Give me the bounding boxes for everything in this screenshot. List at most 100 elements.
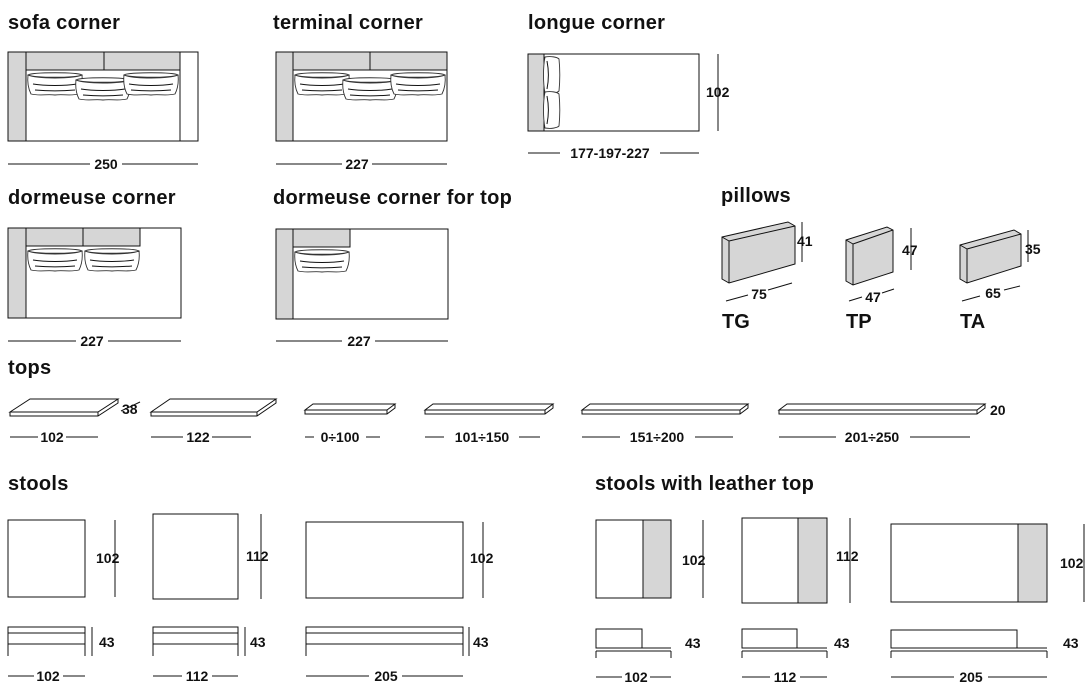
stool-width: 102 xyxy=(624,669,648,685)
stool-width: 112 xyxy=(774,669,797,685)
top-panel-201-250: 20 201÷250 xyxy=(777,402,1006,445)
top-thickness: 20 xyxy=(990,402,1006,418)
sofa-corner-armrest xyxy=(7,51,27,142)
stool-depth: 102 xyxy=(96,550,120,566)
pillow-height: 47 xyxy=(902,242,918,258)
pillow-tp: 47 47 TP xyxy=(845,226,918,333)
top-width: 101÷150 xyxy=(455,429,510,445)
stool-elevation xyxy=(741,628,798,649)
stool-leather-205: 102 43 205 xyxy=(890,523,1085,685)
leather-top xyxy=(642,519,672,599)
stool-depth: 112 xyxy=(246,548,269,564)
dimension-width: 227 xyxy=(347,333,371,349)
stool-height: 43 xyxy=(99,634,115,650)
sofa-corner-module: sofa corner 250 xyxy=(7,12,199,172)
terminal-corner-module: terminal corner 227 xyxy=(273,12,448,172)
stool-depth: 112 xyxy=(836,548,859,564)
pillow-width: 47 xyxy=(865,289,881,305)
stool-width: 205 xyxy=(959,669,983,685)
top-panel-0-100: 0÷100 xyxy=(303,403,397,445)
seat-cushion-icon xyxy=(75,77,131,101)
stool-height: 43 xyxy=(250,634,266,650)
pillow-ta-shape xyxy=(959,229,1022,284)
stool-depth: 102 xyxy=(682,552,706,568)
stool-elevation xyxy=(890,629,1018,649)
top-panel-102: 38 102 xyxy=(8,398,141,445)
seat-cushion-icon xyxy=(27,248,83,272)
section-title-stools-leather: stools with leather top xyxy=(595,473,814,495)
terminal-corner-armrest xyxy=(275,51,294,142)
stool-elevation xyxy=(152,626,239,645)
dormeuse-corner-armrest xyxy=(7,227,27,319)
stool-plan xyxy=(305,521,464,599)
stool-width: 102 xyxy=(36,668,60,684)
stool-depth: 102 xyxy=(470,550,494,566)
stool-205: 102 43 205 xyxy=(305,521,494,684)
sofa-corner-backrest xyxy=(25,51,181,71)
longue-corner-backrest xyxy=(527,53,545,132)
stool-elevation xyxy=(7,626,86,645)
stool-102: 102 43 102 xyxy=(7,519,120,684)
stool-width: 205 xyxy=(374,668,398,684)
pillow-code: TP xyxy=(846,311,872,333)
stool-112: 112 43 112 xyxy=(152,513,269,684)
stool-elevation xyxy=(305,626,464,645)
pillow-height: 35 xyxy=(1025,241,1041,257)
top-panel-122: 122 xyxy=(149,398,278,445)
seat-cushion-icon xyxy=(27,72,83,96)
top-thickness: 38 xyxy=(122,401,138,417)
section-title-dormeuse-corner-top: dormeuse corner for top xyxy=(273,187,512,209)
section-title-terminal-corner: terminal corner xyxy=(273,12,423,34)
section-title-sofa-corner: sofa corner xyxy=(8,12,120,34)
dormeuse-corner-module: dormeuse corner 227 xyxy=(7,187,182,349)
top-width: 122 xyxy=(186,429,210,445)
stool-height: 43 xyxy=(1063,635,1079,651)
pillow-code: TA xyxy=(960,311,985,333)
seat-cushion-icon xyxy=(294,72,350,96)
dormeuse-corner-top-module: dormeuse corner for top 227 xyxy=(273,187,512,349)
pillow-width: 75 xyxy=(751,286,767,302)
top-width: 0÷100 xyxy=(321,429,360,445)
top-panel-101-150: 101÷150 xyxy=(423,403,555,445)
leather-top xyxy=(797,517,828,604)
section-title-pillows: pillows xyxy=(721,185,791,207)
seat-cushion-icon xyxy=(390,72,446,96)
stools-leather-group: stools with leather top 102 43 102 112 xyxy=(595,473,1085,685)
top-panel-151-200: 151÷200 xyxy=(580,403,750,445)
stool-leather-102: 102 43 102 xyxy=(595,519,706,685)
top-width: 102 xyxy=(40,429,64,445)
stool-width: 112 xyxy=(186,668,209,684)
stool-depth: 102 xyxy=(1060,555,1084,571)
tops-group: tops 38 102 122 0÷100 xyxy=(8,357,1006,445)
seat-cushion-icon xyxy=(543,91,561,129)
longue-corner-module: longue corner 102 177-197-227 xyxy=(527,12,730,161)
pillow-code: TG xyxy=(722,311,750,333)
stool-elevation xyxy=(595,628,643,649)
section-title-longue-corner: longue corner xyxy=(528,12,665,34)
seat-cushion-icon xyxy=(342,77,398,101)
dormeuse-corner-top-armrest xyxy=(275,228,294,320)
dimension-depth: 102 xyxy=(706,84,730,100)
seat-cushion-icon xyxy=(123,72,179,96)
stool-plan xyxy=(152,513,239,600)
top-width: 201÷250 xyxy=(845,429,900,445)
dimension-width: 227 xyxy=(80,333,104,349)
section-title-tops: tops xyxy=(8,357,51,379)
stool-height: 43 xyxy=(834,635,850,651)
pillow-ta: 35 65 TA xyxy=(959,229,1041,333)
seat-cushion-icon xyxy=(543,56,561,94)
dimension-width: 177-197-227 xyxy=(570,145,650,161)
pillow-width: 65 xyxy=(985,285,1001,301)
stool-plan xyxy=(7,519,86,598)
dimension-width: 250 xyxy=(94,156,118,172)
pillows-group: pillows 41 75 TG 47 47 TP xyxy=(721,185,1041,333)
stools-group: stools 102 43 102 112 43 xyxy=(7,473,494,684)
pillow-tg-shape xyxy=(721,221,796,284)
pillow-tg: 41 75 TG xyxy=(721,221,813,333)
stool-height: 43 xyxy=(473,634,489,650)
dormeuse-corner-top-backrest xyxy=(292,228,351,248)
seat-cushion-icon xyxy=(294,249,350,273)
stool-leather-112: 112 43 112 xyxy=(741,517,859,685)
leather-top xyxy=(1017,523,1048,603)
